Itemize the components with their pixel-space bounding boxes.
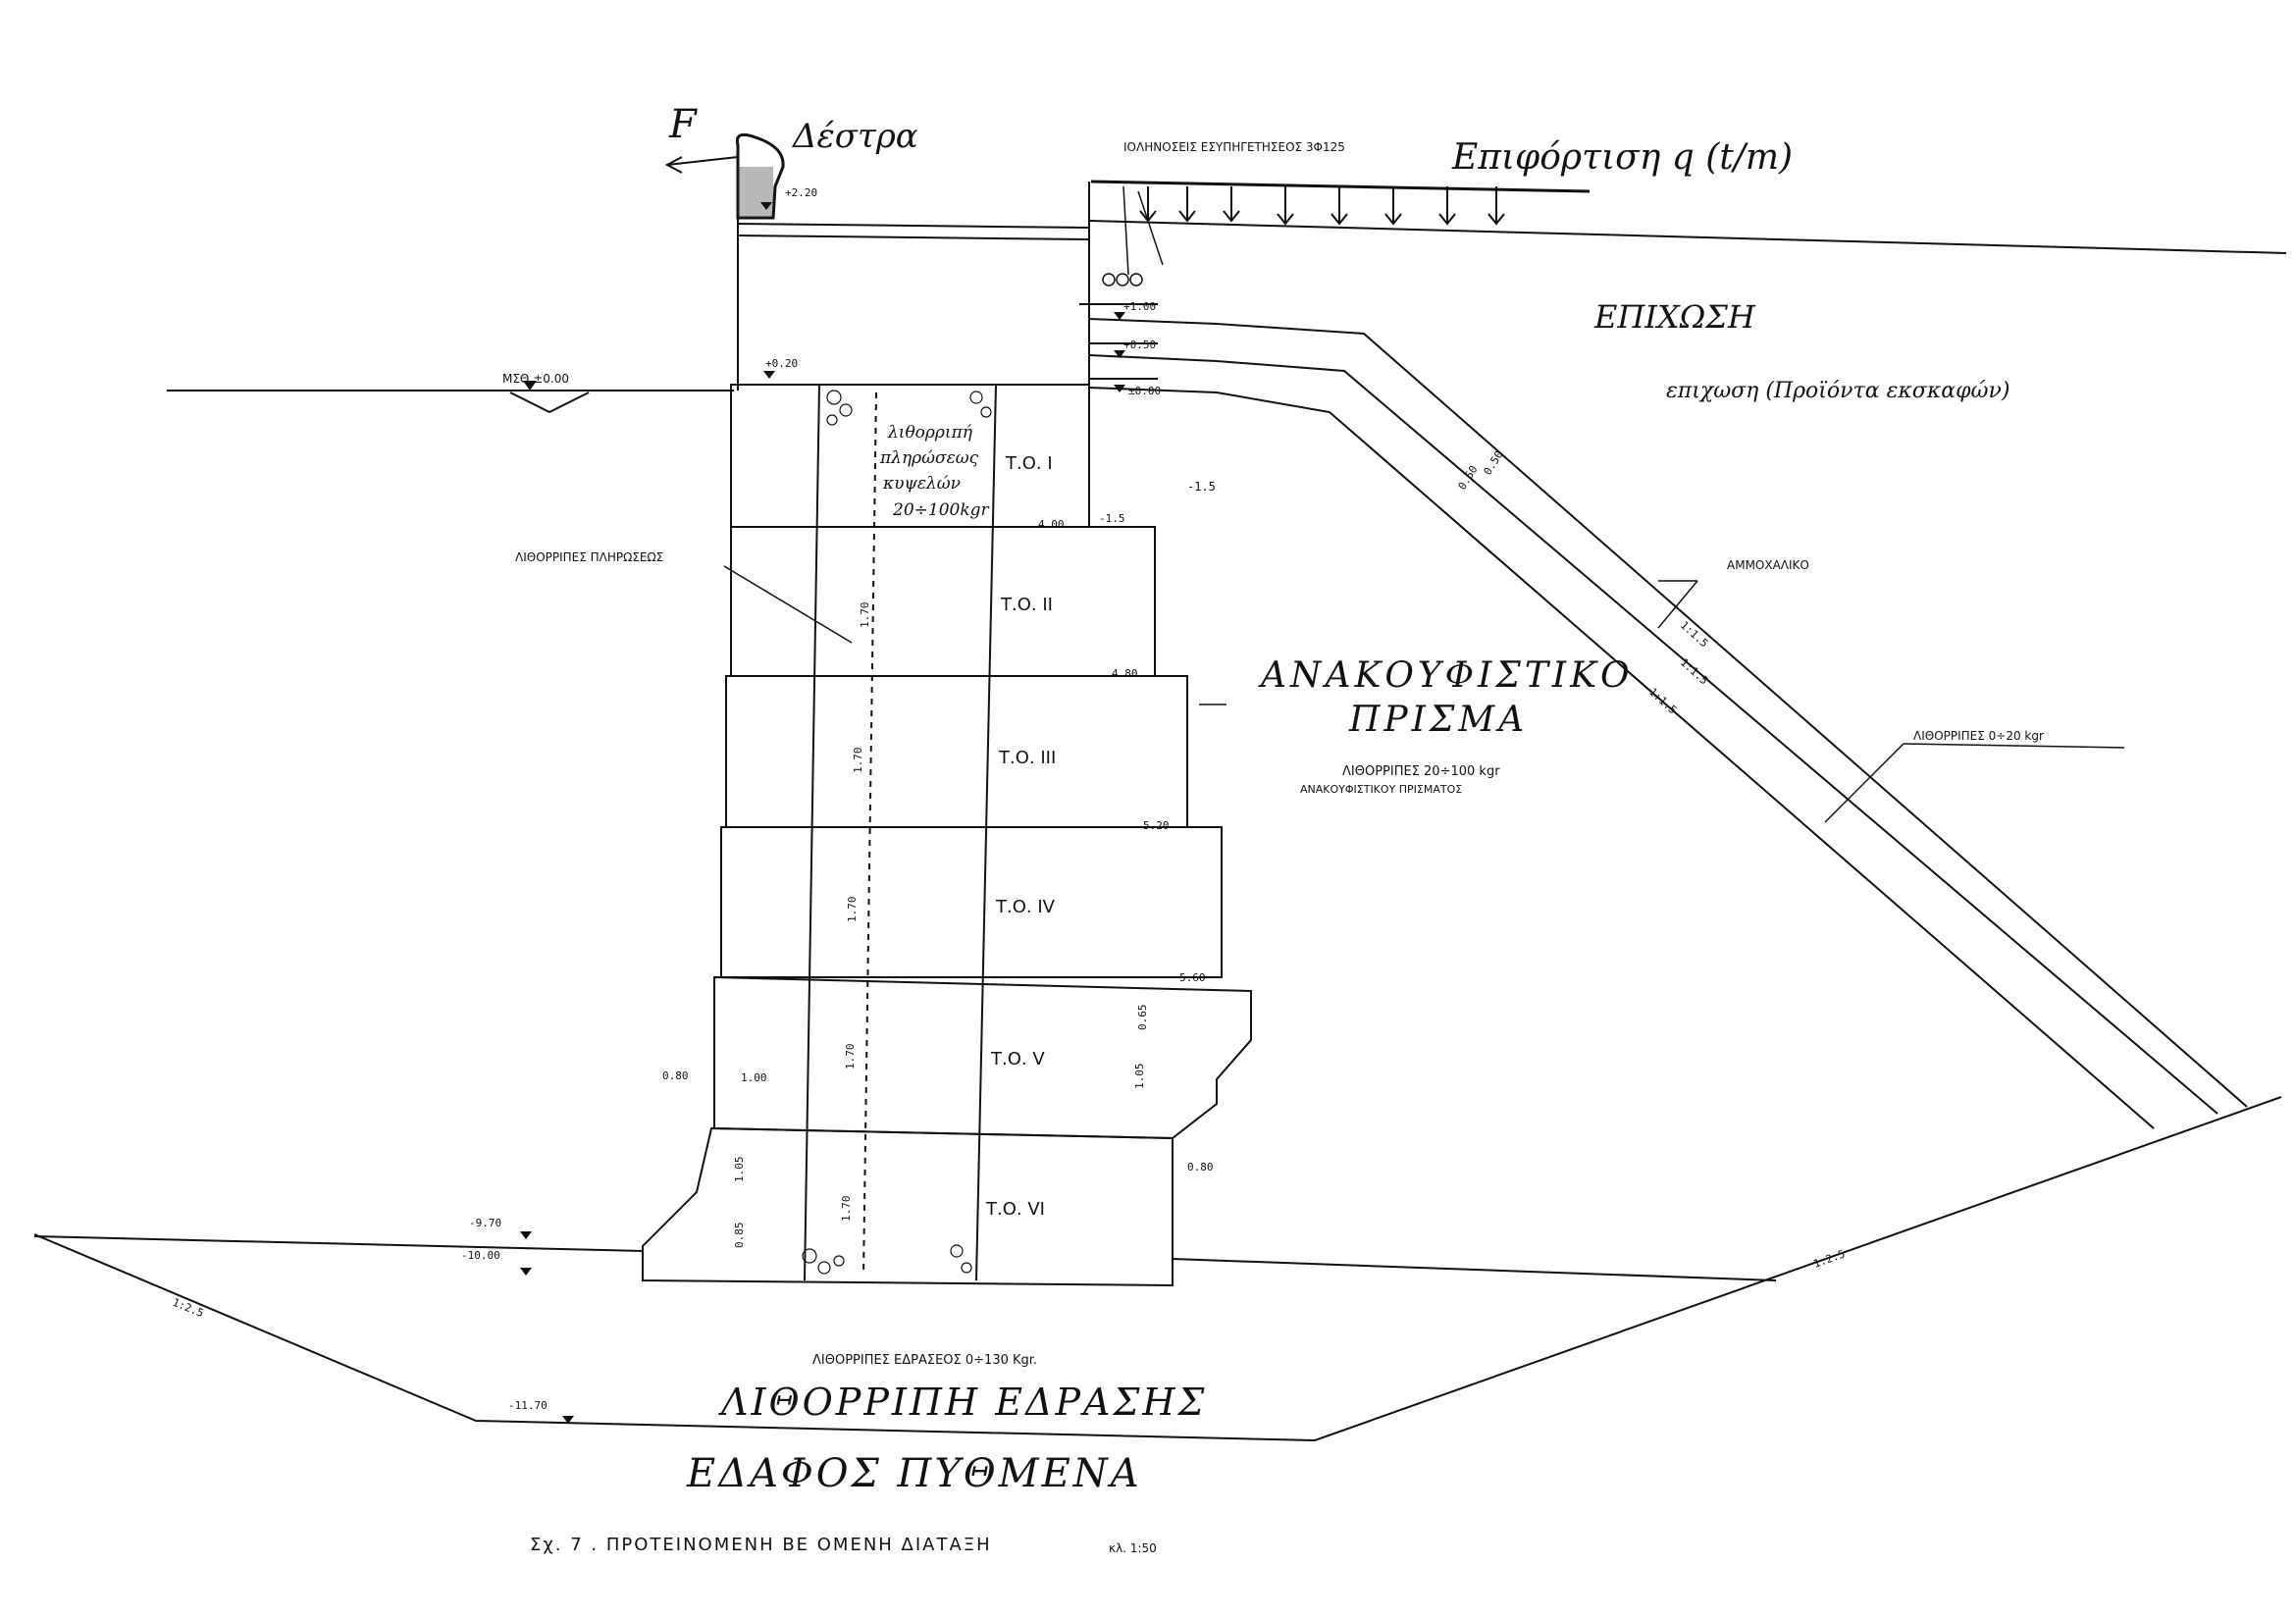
- msl-label: ΜΣΘ ±0.00: [502, 372, 569, 386]
- dim-toe: 0.80: [662, 1069, 689, 1082]
- bollard-label: Δέστρα: [791, 117, 918, 156]
- msl-marker: [509, 391, 590, 414]
- small-rubble-pointer-2: [1824, 743, 1905, 823]
- infill-line-1: λιθορριπή: [887, 423, 973, 443]
- infill-line-4: 20÷100kgr: [892, 500, 990, 520]
- drain-note: ΙΟΛΗΝΟΣΕΙΣ ΕΣΥΠΗΓΕΤΗΣΕΟΣ 3Φ125: [1123, 140, 1345, 154]
- block-label-1: Τ.Ο. I: [1005, 453, 1053, 474]
- fill-detail-label: επιχωση (Προϊόντα εκσκαφών): [1666, 379, 2009, 403]
- level-crown: +2.20: [785, 186, 817, 199]
- base-layer-label: ΛΙΘΟΡΡΙΠΗ ΕΔΡΑΣΗΣ: [718, 1381, 1207, 1424]
- level-top-block: +0.20: [765, 357, 798, 370]
- infill-line-3: κυψελών: [882, 474, 961, 494]
- dim-slope-3: 1:1.5: [1646, 686, 1679, 717]
- deck-line-2: [737, 235, 1090, 240]
- dim-cell-h-2: 1.70: [859, 602, 871, 629]
- dim-step-v: 0.65: [1136, 1005, 1149, 1031]
- small-rubble-pointer: [1903, 743, 2125, 749]
- block-label-3: Τ.Ο. III: [998, 748, 1056, 768]
- level-fill-2: +0.50: [1123, 339, 1156, 351]
- level-markers: [520, 202, 1125, 1424]
- level-fill-3: ±0.00: [1128, 385, 1161, 397]
- small-rubble-label: ΛΙΘΟΡΡΙΠΕΣ 0÷20 kgr: [1913, 729, 2044, 743]
- infill-line-2: πληρώσεως: [879, 448, 979, 468]
- dim-step-h: 1.05: [1133, 1064, 1146, 1090]
- base-top-line-left: [33, 1235, 644, 1252]
- force-label: F: [668, 102, 698, 147]
- dim-cell-h-5: 1.70: [844, 1044, 857, 1070]
- force-arrow-head: [664, 156, 683, 174]
- level-minus-1: -1.5: [1099, 512, 1125, 525]
- force-arrow-shaft: [666, 156, 739, 166]
- dim-step-upper: -1.5: [1187, 480, 1216, 494]
- sand-gravel-pointer-2: [1657, 580, 1698, 629]
- bollard-base: [738, 167, 773, 218]
- relief-rubble-label: ΛΙΘΟΡΡΙΠΕΣ 20÷100 kgr: [1342, 764, 1500, 779]
- relief-prism-line2: ΠΡΙΣΜΑ: [1348, 700, 1528, 740]
- deck-line: [737, 223, 1090, 229]
- figure-scale: κλ. 1:50: [1109, 1541, 1157, 1555]
- block-label-2: Τ.Ο. II: [1000, 595, 1053, 615]
- dim-layer-b: 0.50: [1482, 448, 1506, 477]
- level-base-top: -9.70: [469, 1217, 501, 1229]
- relief-rubble-sub: ΑΝΑΚΟΥΦΙΣΤΙΚΟΥ ΠΡΙΣΜΑΤΟΣ: [1300, 783, 1462, 796]
- dim-slope-base-right: 1:2.5: [1812, 1247, 1848, 1271]
- bollard-shape: [735, 132, 785, 220]
- rubble-fill-pointer: [723, 565, 853, 644]
- drain-pipes: [1102, 185, 1164, 287]
- block-label-6: Τ.Ο. VI: [985, 1199, 1045, 1220]
- block-label-5: Τ.Ο. V: [990, 1049, 1045, 1069]
- relief-prism-line1: ΑΝΑΚΟΥΦΙΣΤΙΚΟ: [1258, 655, 1634, 696]
- fill-label: ΕΠΙΧΩΣΗ: [1593, 298, 1756, 336]
- width-block-3: 5.20: [1143, 819, 1170, 832]
- level-bottom: -11.70: [508, 1399, 548, 1412]
- dim-toe-right: 0.80: [1187, 1161, 1214, 1174]
- level-base: -10.00: [461, 1249, 500, 1262]
- seabed-label: ΕΔΑΦΟΣ ΠΥΘΜΕΝΑ: [686, 1451, 1142, 1496]
- caisson: [642, 384, 1252, 1287]
- rubble-fill-label: ΛΙΘΟΡΡΙΠΕΣ ΠΛΗΡΩΣΕΩΣ: [515, 550, 663, 564]
- sand-gravel-label: ΑΜΜΟΧΑΛΙΚΟ: [1727, 558, 1809, 572]
- dim-cell-h-4: 1.70: [846, 897, 859, 923]
- seabed-outline: [33, 1096, 2282, 1442]
- top-fill-surface: [1088, 220, 2287, 254]
- surcharge-arrows: [1139, 186, 1505, 226]
- load-label: Επιφόρτιση q (t/m): [1451, 137, 1793, 178]
- dim-cell-h-3: 1.70: [852, 748, 864, 774]
- width-block-2: 4.80: [1112, 667, 1138, 680]
- dim-wall-w: 1.00: [741, 1071, 767, 1084]
- base-rubble-label: ΛΙΘΟΡΡΙΠΕΣ ΕΔΡΑΣΕΟΣ 0÷130 Kgr.: [812, 1353, 1037, 1368]
- width-block-4: 5.60: [1179, 971, 1206, 984]
- filter-layers: [1088, 318, 2248, 1129]
- dim-base-h: 1.05: [733, 1157, 746, 1183]
- block-label-4: Τ.Ο. IV: [995, 897, 1056, 917]
- dim-cell-h-6: 1.70: [840, 1196, 853, 1223]
- figure-caption: Σχ. 7 . ΠΡΟΤΕΙΝΟΜΕΝΗ ΒΕ ΟΜΕΝΗ ΔΙΑΤΑΞΗ: [530, 1535, 992, 1555]
- infill-note: λιθορριπή πληρώσεως κυψελών 20÷100kgr: [879, 423, 990, 520]
- level-fill-1: +1.00: [1123, 300, 1156, 313]
- dim-base-toe: 0.85: [733, 1223, 746, 1249]
- width-block-1: 4.00: [1038, 518, 1065, 531]
- dim-slope-2: 1:1.5: [1678, 656, 1710, 688]
- base-top-line-right: [1172, 1258, 1777, 1281]
- rubble-texture: [802, 390, 992, 1275]
